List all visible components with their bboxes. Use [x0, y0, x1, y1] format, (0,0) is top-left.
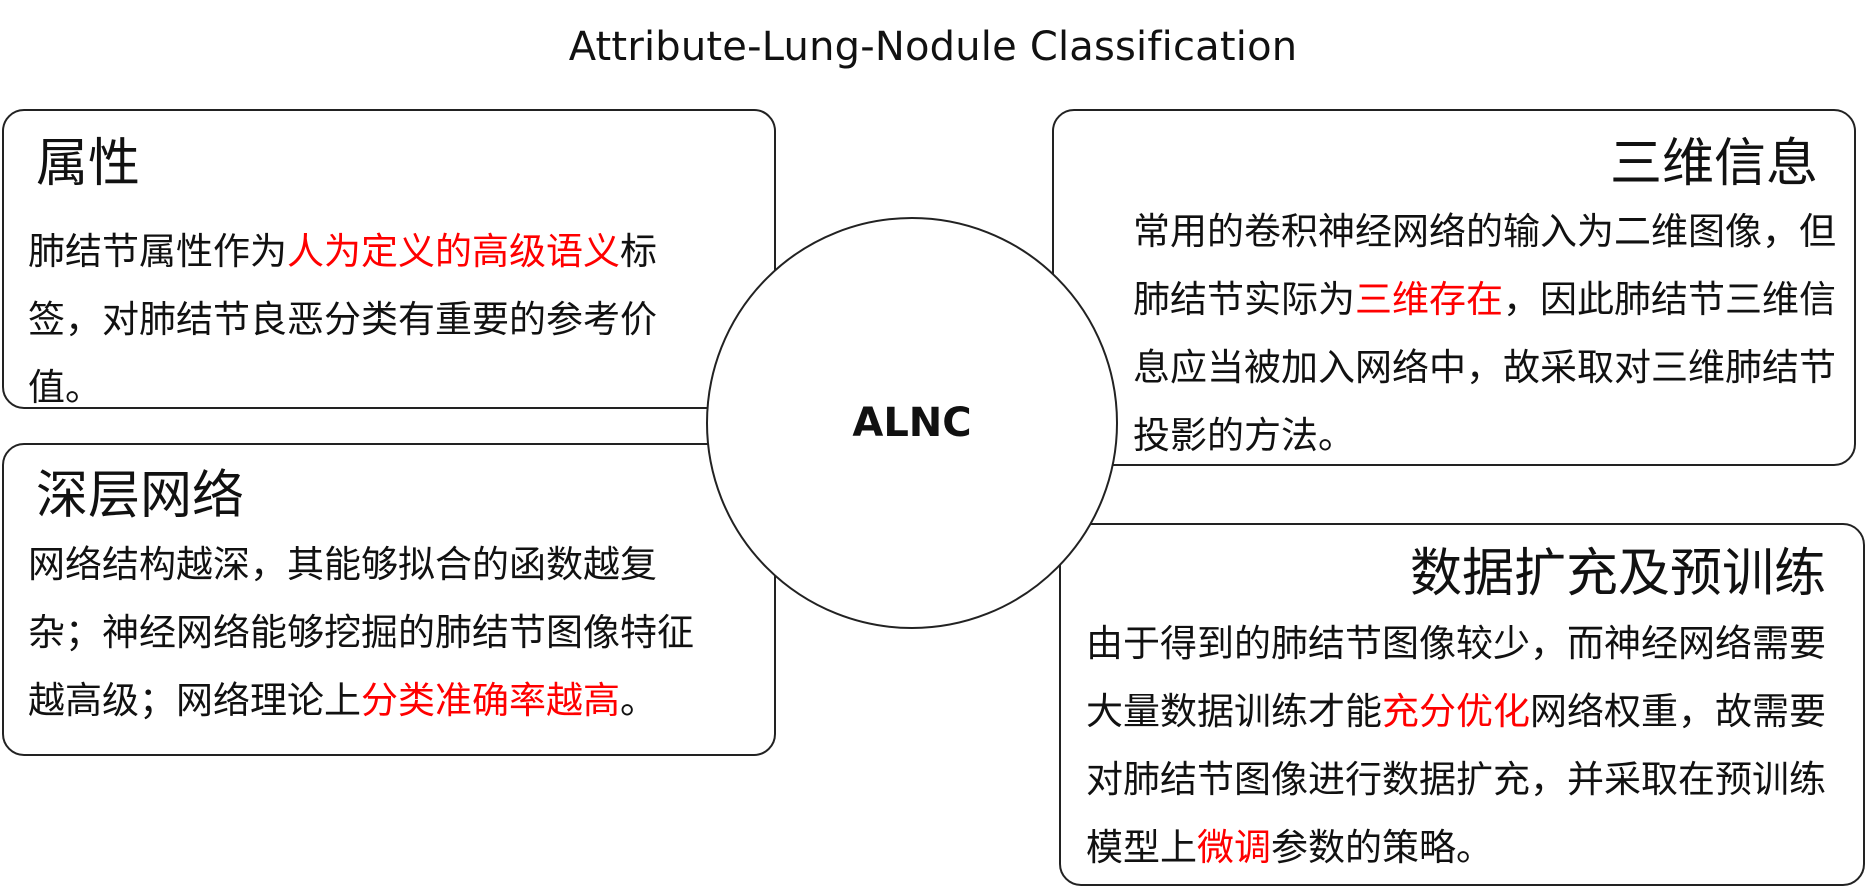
data-augmentation-box	[1059, 523, 1865, 886]
highlighted-text: 分类准确率越高	[361, 679, 620, 722]
data-augmentation-heading: 数据扩充及预训练	[1409, 544, 1826, 604]
center-label: ALNC	[852, 400, 972, 446]
text-segment: 肺结节属性作为	[28, 230, 287, 273]
text-segment: 由于得到的肺结节图像较少，而神经网络需要大量数据训练才能	[1086, 622, 1826, 733]
attribute-box	[2, 109, 776, 409]
three-d-info-heading: 三维信息	[1609, 134, 1818, 194]
text-segment: 标签，对肺结节良恶分类有重要的参考价值。	[28, 230, 657, 409]
text-segment: 参数的策略。	[1271, 826, 1493, 869]
highlighted-text: 微调	[1197, 826, 1271, 869]
highlighted-text: 人为定义的高级语义	[287, 230, 620, 273]
deep-network-heading: 深层网络	[36, 466, 245, 526]
text-segment: 网络结构越深，其能够拟合的函数越复杂；神经网络能够挖掘的肺结节图像特征越高级；网…	[28, 543, 694, 722]
attribute-heading: 属性	[36, 134, 141, 194]
text-segment: ，因此肺结节三维信息应当被加入网络中，故采取对三维肺结节投影的方法。	[1133, 278, 1836, 457]
text-segment: 常用的卷积神经网络的输入为二维图像，但肺结节实际为	[1133, 210, 1836, 321]
deep-network-box	[2, 443, 776, 756]
center-circle	[706, 217, 1118, 629]
attribute-text: 肺结节属性作为人为定义的高级语义标签，对肺结节良恶分类有重要的参考价值。	[28, 218, 723, 422]
text-segment: 网络权重，故需要对肺结节图像进行数据扩充，并采取在预训练模型上	[1086, 690, 1826, 869]
deep-network-text: 网络结构越深，其能够拟合的函数越复杂；神经网络能够挖掘的肺结节图像特征越高级；网…	[28, 531, 728, 735]
highlighted-text: 充分优化	[1382, 690, 1530, 733]
three-d-info-text: 常用的卷积神经网络的输入为二维图像，但肺结节实际为三维存在，因此肺结节三维信息应…	[1133, 198, 1859, 470]
highlighted-text: 三维存在	[1355, 278, 1503, 321]
text-segment: 。	[620, 679, 657, 722]
data-augmentation-text: 由于得到的肺结节图像较少，而神经网络需要大量数据训练才能充分优化网络权重，故需要…	[1086, 610, 1826, 882]
three-d-info-box	[1052, 109, 1856, 466]
diagram-title: Attribute-Lung-Nodule Classification	[568, 24, 1298, 70]
